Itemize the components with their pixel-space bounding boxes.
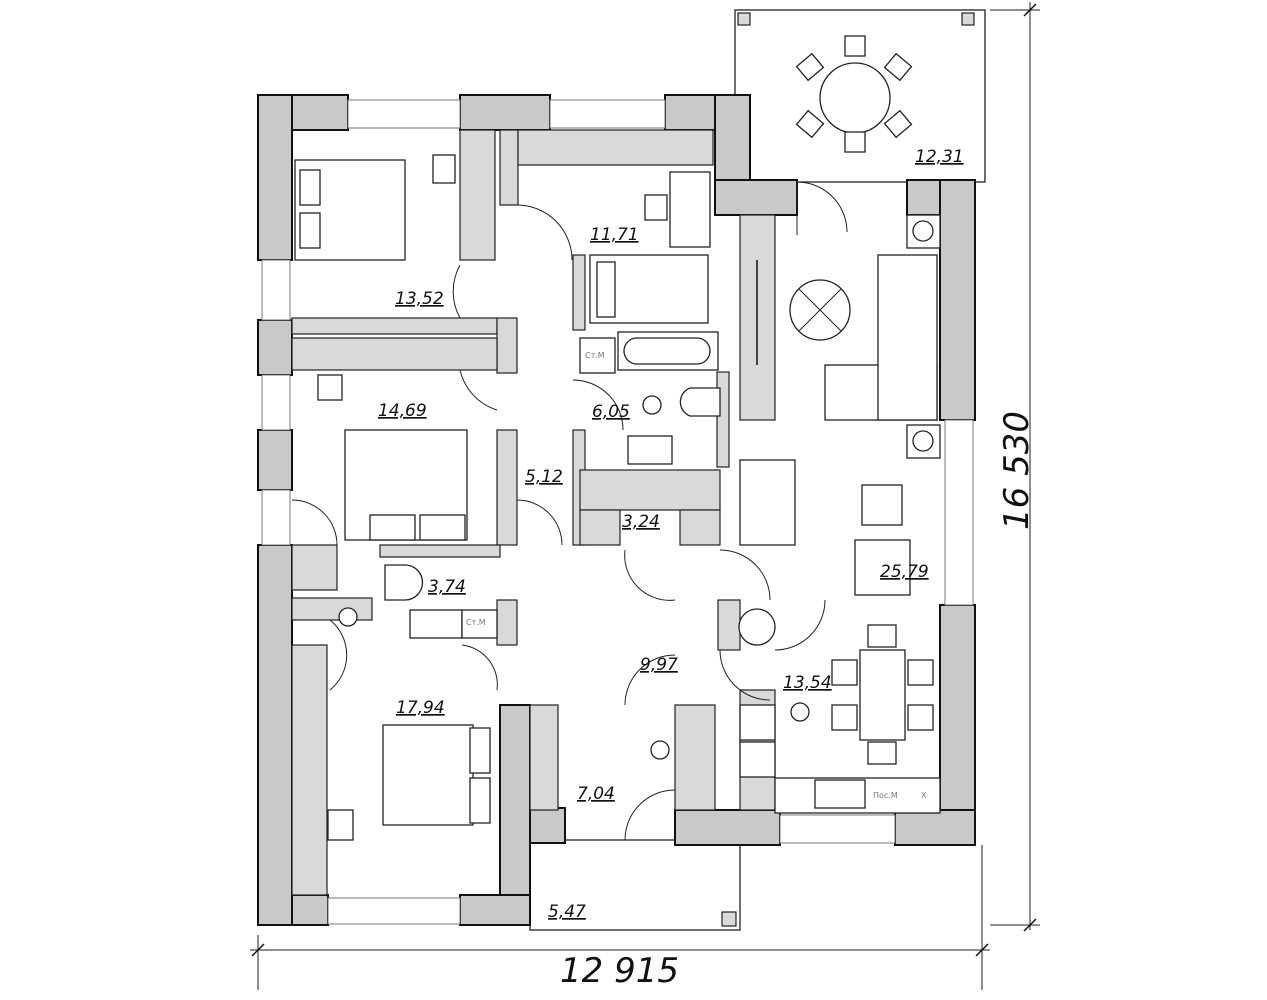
fridge-label: Х <box>921 791 927 800</box>
dishwasher-label: Пос.М <box>873 791 898 800</box>
room-area: 5,47 <box>548 902 586 922</box>
interior-walls <box>291 129 776 896</box>
lamp <box>912 220 934 242</box>
washer <box>461 609 498 639</box>
toilet <box>384 564 424 601</box>
round-dining-table <box>795 35 913 153</box>
dimension-height: 16 530 <box>990 2 1040 932</box>
chair <box>644 194 668 221</box>
room-area: 6,05 <box>592 402 630 422</box>
column <box>737 12 751 26</box>
room-area: 13,54 <box>783 673 832 693</box>
kitchen-sink <box>814 779 866 809</box>
person <box>642 395 662 415</box>
washer <box>579 337 616 374</box>
sink <box>409 609 463 639</box>
room-area: 13,52 <box>395 289 444 309</box>
column <box>961 12 975 26</box>
person <box>650 740 670 760</box>
washer-label: Ст.М <box>466 618 486 627</box>
sink <box>627 435 673 465</box>
dining-table <box>859 649 906 741</box>
person <box>790 702 810 722</box>
person <box>338 607 358 627</box>
chair <box>432 154 456 184</box>
furniture <box>294 154 941 841</box>
chair <box>327 809 354 841</box>
room-area: 5,12 <box>525 467 563 487</box>
room-area: 12,31 <box>915 147 964 167</box>
double-bed <box>382 724 474 826</box>
width-dimension: 12 915 <box>560 951 679 991</box>
table <box>861 484 903 526</box>
room-area: 14,69 <box>378 401 427 421</box>
washer-label: Ст.М <box>585 351 605 360</box>
room-area: 3,74 <box>428 577 466 597</box>
room-area: 11,71 <box>590 225 639 245</box>
boiler <box>738 608 776 646</box>
column <box>721 911 737 927</box>
room-area: 17,94 <box>396 698 445 718</box>
toilet <box>679 387 721 417</box>
height-dimension: 16 530 <box>997 411 1037 530</box>
chair <box>317 374 343 401</box>
room-area: 9,97 <box>640 655 678 675</box>
room-area: 7,04 <box>577 784 615 804</box>
fireplace <box>739 459 796 546</box>
outer-walls <box>257 94 976 926</box>
stove <box>739 741 776 778</box>
room-area: 3,24 <box>622 512 660 532</box>
doors <box>291 181 848 841</box>
windows <box>261 99 974 925</box>
lamp <box>912 430 934 452</box>
porch-area <box>529 839 741 931</box>
room-area: 25,79 <box>880 562 929 582</box>
armchair <box>854 539 911 596</box>
desk <box>669 171 711 248</box>
oven <box>739 704 776 741</box>
dimension-width: 12 915 <box>250 845 990 991</box>
